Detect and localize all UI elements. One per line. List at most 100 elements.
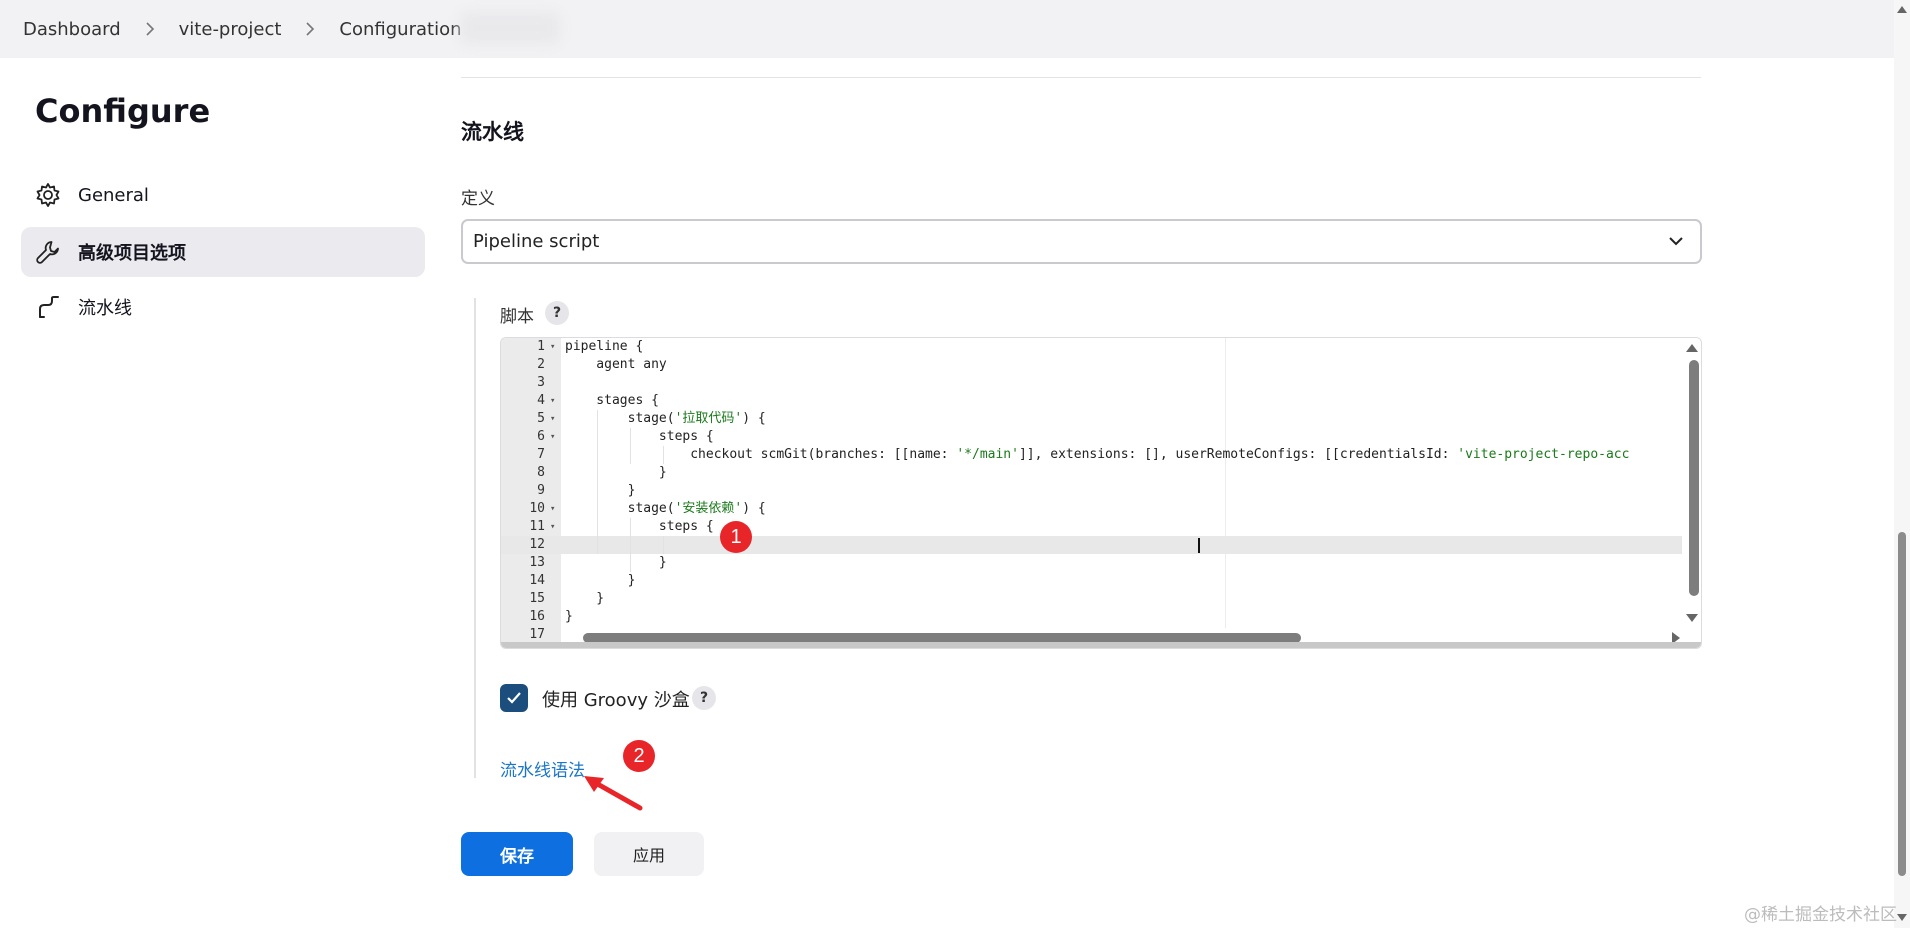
line-number: 10 <box>529 501 545 516</box>
fold-arrow-icon[interactable]: ▾ <box>550 432 556 442</box>
code-line: 10 ▾ stage('安装依赖') { <box>501 500 1684 518</box>
wrench-icon <box>34 238 62 266</box>
sidebar-item-label: General <box>78 184 149 206</box>
gear-icon <box>34 181 62 209</box>
active-line-highlight <box>501 536 1684 554</box>
code-text: } <box>565 483 636 498</box>
code-string: '拉取代码' <box>674 411 743 426</box>
indent-guide <box>663 446 664 464</box>
line-number: 4 <box>537 393 545 408</box>
code-text: } <box>565 591 605 606</box>
code-text: } <box>565 555 667 570</box>
code-text: agent any <box>565 357 667 372</box>
code-line: 14 } <box>501 572 1684 590</box>
code-text: } <box>565 573 636 588</box>
chevron-right-icon <box>137 20 163 38</box>
section-title: 流水线 <box>461 120 524 144</box>
indent-guide <box>663 536 664 554</box>
code-line: 17 <box>501 626 1684 644</box>
code-line: 3 <box>501 374 1684 392</box>
code-text: } <box>565 465 667 480</box>
code-line: 16} <box>501 608 1684 626</box>
sidebar-item-pipeline[interactable]: 流水线 <box>21 282 425 332</box>
code-line: 5 ▾ stage('拉取代码') { <box>501 410 1684 428</box>
definition-select[interactable]: Pipeline script <box>461 219 1702 264</box>
code-line: 13 } <box>501 554 1684 572</box>
line-number: 8 <box>537 465 545 480</box>
breadcrumb-configuration[interactable]: Configuration <box>339 18 462 40</box>
code-line: 2 agent any <box>501 356 1684 374</box>
print-margin <box>1225 338 1226 628</box>
text-cursor <box>1198 538 1200 553</box>
fold-arrow-icon[interactable]: ▾ <box>550 522 556 532</box>
pipeline-icon <box>34 293 62 321</box>
line-number: 17 <box>529 627 545 642</box>
watermark: @稀土掘金技术社区 <box>1744 905 1897 925</box>
code-line: 6 ▾ steps { <box>501 428 1684 446</box>
line-number: 2 <box>537 357 545 372</box>
page-scrollbar[interactable] <box>1894 0 1910 928</box>
sidebar-item-general[interactable]: General <box>21 170 425 220</box>
breadcrumb-vite-project[interactable]: vite-project <box>178 18 282 40</box>
line-number: 12 <box>529 537 545 552</box>
groovy-sandbox-label: 使用 Groovy 沙盒 <box>542 690 690 711</box>
annotation-arrow-icon <box>584 776 643 811</box>
sidebar-item-advanced-options[interactable]: 高级项目选项 <box>21 227 425 277</box>
breadcrumb-dashboard[interactable]: Dashboard <box>23 18 121 40</box>
page-scroll-thumb[interactable] <box>1898 532 1906 876</box>
scroll-down-arrow-icon[interactable] <box>1686 614 1698 622</box>
line-number: 15 <box>529 591 545 606</box>
line-number: 6 <box>537 429 545 444</box>
line-number: 13 <box>529 555 545 570</box>
pipeline-syntax-link[interactable]: 流水线语法 <box>500 761 585 781</box>
code-text: steps { <box>565 429 714 444</box>
chevron-right-icon <box>297 20 323 38</box>
page-scroll-up-arrow-icon[interactable] <box>1897 6 1907 13</box>
scroll-up-arrow-icon[interactable] <box>1686 344 1698 352</box>
code-text: checkout scmGit(branches: [[name: '*/mai… <box>565 447 1630 462</box>
scroll-right-arrow-icon[interactable] <box>1672 632 1680 644</box>
sidebar-item-label: 高级项目选项 <box>78 243 186 264</box>
editor-bottom-strip <box>501 642 1701 648</box>
save-button[interactable]: 保存 <box>461 832 573 876</box>
apply-button[interactable]: 应用 <box>594 832 704 876</box>
editor-horizontal-scroll-thumb[interactable] <box>583 633 1301 643</box>
section-divider <box>461 77 1701 78</box>
code-line: 15 } <box>501 590 1684 608</box>
line-number: 11 <box>529 519 545 534</box>
line-number: 14 <box>529 573 545 588</box>
code-string: 'vite-project-repo-acc <box>1457 447 1630 462</box>
line-number: 1 <box>537 339 545 354</box>
definition-label: 定义 <box>461 189 495 209</box>
code-string: '安装依赖' <box>674 501 743 516</box>
fold-arrow-icon[interactable]: ▾ <box>550 396 556 406</box>
code-line: 12 <box>501 536 1684 554</box>
definition-selected-value: Pipeline script <box>473 231 600 252</box>
fold-arrow-icon[interactable]: ▾ <box>550 504 556 514</box>
fold-arrow-icon[interactable]: ▾ <box>550 342 556 352</box>
code-line: 4 ▾ stages { <box>501 392 1684 410</box>
indent-guide <box>630 428 631 464</box>
page-scroll-down-arrow-icon[interactable] <box>1897 914 1907 921</box>
blurred-area <box>460 12 560 44</box>
line-number: 7 <box>537 447 545 462</box>
code-text: stage('安装依赖') { <box>565 501 766 516</box>
code-text: } <box>565 609 573 624</box>
editor-vertical-scrollbar[interactable] <box>1682 338 1701 628</box>
line-number: 9 <box>537 483 545 498</box>
checkmark-icon <box>507 692 521 704</box>
nested-section-bar <box>474 298 476 778</box>
code-text: stage('拉取代码') { <box>565 411 766 426</box>
script-label: 脚本 <box>500 307 534 327</box>
fold-arrow-icon[interactable]: ▾ <box>550 414 556 424</box>
groovy-sandbox-checkbox[interactable] <box>500 684 528 712</box>
sandbox-help-button[interactable]: ? <box>692 686 716 710</box>
annotation-marker-1: 1 <box>720 521 752 553</box>
code-text: stages { <box>565 393 659 408</box>
script-help-button[interactable]: ? <box>545 301 569 325</box>
line-number: 5 <box>537 411 545 426</box>
editor-vertical-scroll-thumb[interactable] <box>1689 360 1699 596</box>
code-line: 9 } <box>501 482 1684 500</box>
sidebar-item-label: 流水线 <box>78 298 132 319</box>
